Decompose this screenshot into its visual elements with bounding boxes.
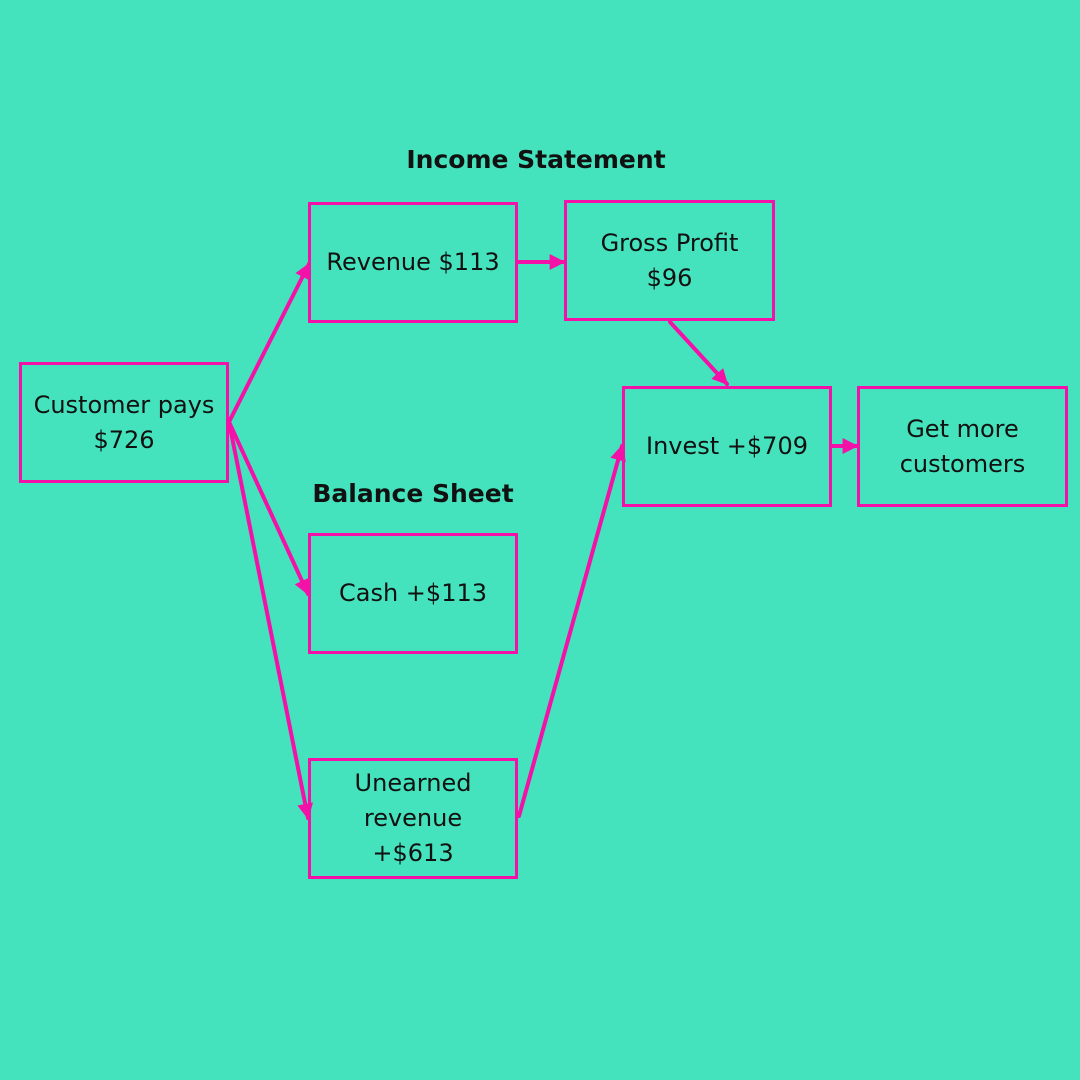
customer-pays-label: Customer pays $726 xyxy=(33,390,215,454)
unearned-revenue-label: Unearned revenue +$613 xyxy=(354,769,472,867)
arrow-customer-to-revenue xyxy=(227,262,311,424)
arrow-unearned-to-invest xyxy=(517,444,626,818)
invest-label: Invest +$709 xyxy=(646,432,808,460)
arrow-customer-to-unearned xyxy=(227,420,314,820)
revenue-box: Revenue $113 xyxy=(308,202,518,323)
revenue-label: Revenue $113 xyxy=(326,248,500,276)
get-more-customers-box: Get more customers xyxy=(857,386,1068,507)
arrow-gross-profit-to-invest xyxy=(668,320,729,386)
gross-profit-box: Gross Profit $96 xyxy=(564,200,775,321)
arrow-customer-to-cash xyxy=(227,420,310,596)
income-statement-heading: Income Statement xyxy=(406,145,666,174)
cash-label: Cash +$113 xyxy=(339,579,487,607)
get-more-customers-label: Get more customers xyxy=(899,414,1026,478)
balance-sheet-heading: Balance Sheet xyxy=(312,479,514,508)
invest-box: Invest +$709 xyxy=(622,386,832,507)
unearned-revenue-box: Unearned revenue +$613 xyxy=(308,758,518,879)
gross-profit-label: Gross Profit $96 xyxy=(600,228,739,292)
customer-pays-box: Customer pays $726 xyxy=(19,362,229,483)
cash-box: Cash +$113 xyxy=(308,533,518,654)
